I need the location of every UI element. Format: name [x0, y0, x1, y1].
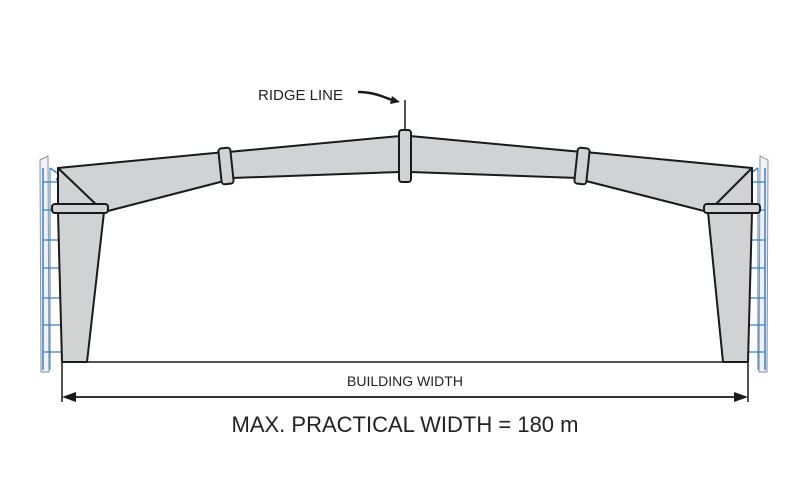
right-rafter-splice	[573, 146, 591, 186]
left-column	[57, 211, 105, 363]
ridge-splice	[398, 129, 412, 183]
right-knee-flange	[703, 203, 761, 214]
right-column	[707, 211, 753, 363]
right-wall-cladding	[745, 155, 769, 373]
right-rafter-inner	[409, 135, 583, 179]
building-width-dimension	[61, 361, 749, 402]
ridge-line-leader	[357, 90, 406, 131]
max-practical-width-label: MAX. PRACTICAL WIDTH = 180 m	[232, 412, 579, 437]
left-rafter-inner	[227, 135, 401, 179]
ridge-line-label: RIDGE LINE	[258, 87, 343, 104]
left-knee-flange	[51, 203, 109, 214]
left-rafter-splice	[217, 146, 235, 186]
building-width-label: BUILDING WIDTH	[347, 373, 463, 389]
